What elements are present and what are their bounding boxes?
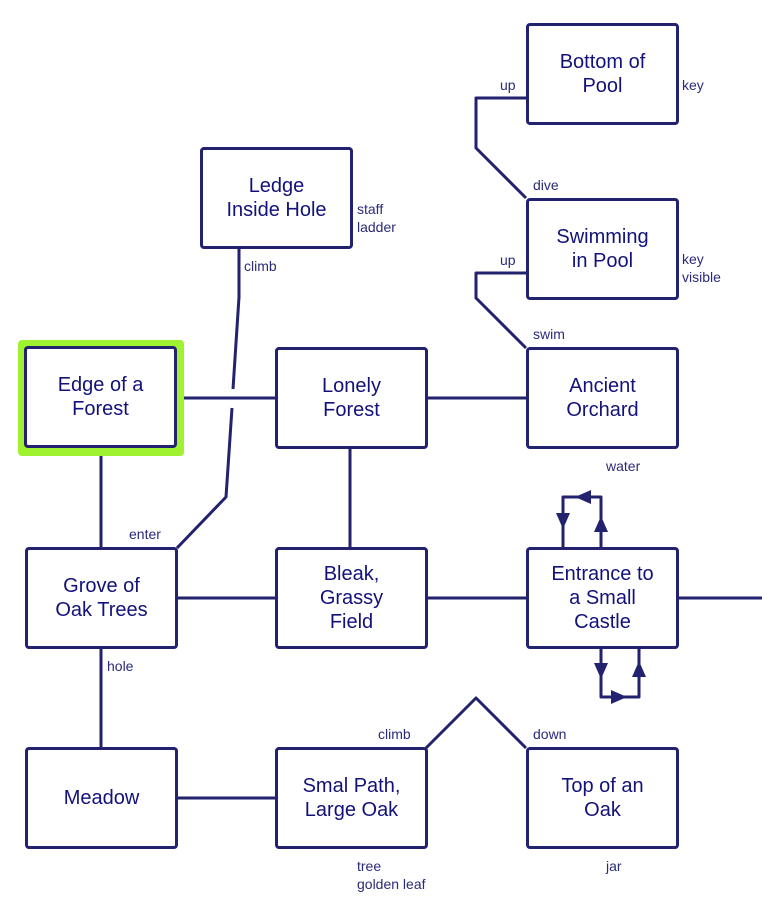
room-smal-path-large-oak[interactable]: Smal Path, Large Oak — [275, 747, 428, 849]
arrow-up-icon — [632, 661, 646, 677]
loop-castle-top — [561, 495, 603, 548]
connection-ledge-grove-upper — [231, 248, 241, 390]
loop-castle-bottom — [599, 648, 641, 699]
room-ledge-inside-hole[interactable]: Ledge Inside Hole — [200, 147, 353, 249]
room-bleak-grassy-field[interactable]: Bleak, Grassy Field — [275, 547, 428, 649]
items-swimming-in-pool: key visible — [682, 251, 721, 285]
exit-label-enter: enter — [129, 526, 161, 542]
exit-label-hole: hole — [107, 658, 134, 674]
connection-ledge-grove-lower — [175, 407, 234, 550]
room-entrance-to-a-small-castle[interactable]: Entrance to a Small Castle — [526, 547, 679, 649]
room-lonely-forest[interactable]: Lonely Forest — [275, 347, 428, 449]
arrow-up-icon — [594, 516, 608, 532]
items-smal-path-large-oak: tree golden leaf — [357, 858, 426, 892]
arrow-down-icon — [594, 663, 608, 679]
exit-label-climb: climb — [244, 258, 277, 274]
room-name: Entrance to a Small Castle — [551, 563, 654, 633]
exit-label-dive: dive — [533, 177, 559, 193]
room-name: Ancient Orchard — [566, 375, 639, 421]
exit-label-climb: climb — [378, 726, 411, 742]
room-name: Lonely Forest — [322, 375, 381, 421]
exit-label-up: up — [500, 252, 516, 268]
room-name: Bottom of Pool — [559, 51, 646, 97]
connection-smal-path-top-oak — [424, 696, 528, 750]
arrow-down-icon — [556, 513, 570, 529]
room-name: Smal Path, Large Oak — [302, 775, 401, 821]
room-bottom-of-pool[interactable]: Bottom of Pool — [526, 23, 679, 125]
room-meadow[interactable]: Meadow — [25, 747, 178, 849]
room-grove-of-oak-trees[interactable]: Grove of Oak Trees — [25, 547, 178, 649]
room-name: Meadow — [63, 787, 140, 809]
items-ledge-inside-hole: staff ladder — [357, 201, 396, 235]
exit-label-down: down — [533, 726, 567, 742]
room-edge-of-a-forest[interactable]: Edge of a Forest — [24, 346, 177, 448]
exit-label-swim: swim — [533, 326, 565, 342]
room-name: Swimming in Pool — [556, 226, 649, 272]
connection-swimming-orchard — [474, 271, 528, 350]
room-swimming-in-pool[interactable]: Swimming in Pool — [526, 198, 679, 300]
room-ancient-orchard[interactable]: Ancient Orchard — [526, 347, 679, 449]
items-ancient-orchard: water — [606, 458, 641, 474]
room-name: Grove of Oak Trees — [55, 575, 148, 621]
items-bottom-of-pool: key — [682, 77, 704, 93]
room-name: Bleak, Grassy Field — [319, 563, 384, 633]
exit-label-up: up — [500, 77, 516, 93]
arrow-right-icon — [611, 690, 627, 704]
connection-bottom-pool-swimming — [474, 96, 528, 200]
room-name: Ledge Inside Hole — [226, 175, 327, 221]
room-name: Edge of a Forest — [57, 374, 144, 420]
room-top-of-an-oak[interactable]: Top of an Oak — [526, 747, 679, 849]
arrow-left-icon — [575, 490, 591, 504]
room-name: Top of an Oak — [561, 775, 644, 821]
items-top-of-an-oak: jar — [606, 858, 622, 874]
